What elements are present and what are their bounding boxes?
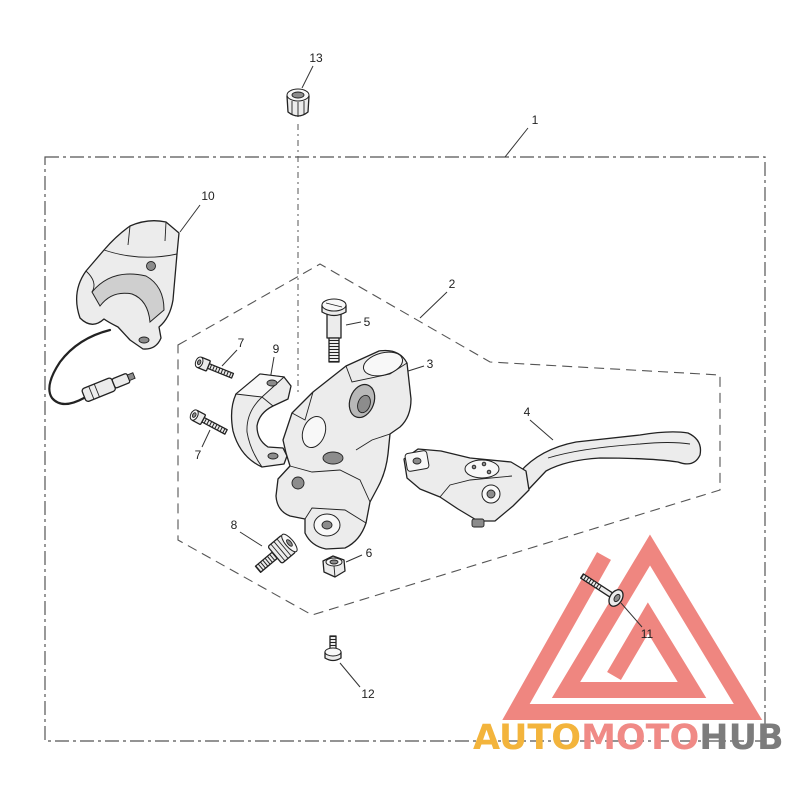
callout-2: 2 <box>449 277 456 291</box>
leader-7-upper <box>221 349 238 367</box>
callout-5: 5 <box>364 315 371 329</box>
part-11-bolt <box>579 573 624 607</box>
part-5-pivot-bolt <box>321 298 347 363</box>
leader-13 <box>301 65 314 89</box>
leader-7-lower <box>201 429 211 448</box>
callout-6: 6 <box>366 546 373 560</box>
callout-8: 8 <box>231 518 238 532</box>
logo-mark-icon <box>502 534 763 720</box>
part-7-screw-lower <box>189 409 228 435</box>
callout-11: 11 <box>641 627 654 641</box>
leader-2 <box>419 291 448 319</box>
logo: AUTOMOTOHUB <box>473 534 784 758</box>
part-12-screw <box>324 635 342 662</box>
assembly-boundary-1 <box>44 156 766 742</box>
logo-word-moto: MOTO <box>581 718 699 758</box>
part-3-lever-bracket <box>275 349 412 550</box>
callout-4: 4 <box>524 405 531 419</box>
callout-7-lower: 7 <box>195 448 202 462</box>
leader-6 <box>345 554 363 563</box>
logo-word-auto: AUTO <box>473 718 581 758</box>
part-4-lever <box>403 431 702 528</box>
logo-word-hub: HUB <box>699 718 783 758</box>
callout-labels: 1 2 3 4 5 6 7 7 8 9 10 11 12 13 <box>195 51 654 701</box>
leader-lines <box>179 65 643 688</box>
callout-13: 13 <box>309 51 323 65</box>
part-10-switch-housing <box>48 220 180 406</box>
part-8-adjuster <box>254 533 298 573</box>
leader-4 <box>529 419 554 441</box>
leader-11 <box>620 602 643 628</box>
leader-10 <box>179 204 201 233</box>
callout-10: 10 <box>201 189 215 203</box>
part-13-cap <box>286 88 310 117</box>
leader-1 <box>504 127 529 158</box>
callout-1: 1 <box>532 113 539 127</box>
leader-5 <box>345 321 362 326</box>
callout-3: 3 <box>427 357 434 371</box>
subassembly-boundary-2 <box>177 263 721 616</box>
callout-7-upper: 7 <box>238 336 245 350</box>
leader-8 <box>239 531 263 547</box>
leader-12 <box>339 662 361 688</box>
callout-9: 9 <box>273 342 280 356</box>
part-7-screw-upper <box>194 356 235 379</box>
callout-12: 12 <box>361 687 375 701</box>
part-9-clamp <box>230 373 292 468</box>
part-6-nut <box>322 555 346 578</box>
logo-wordmark: AUTOMOTOHUB <box>473 718 784 758</box>
